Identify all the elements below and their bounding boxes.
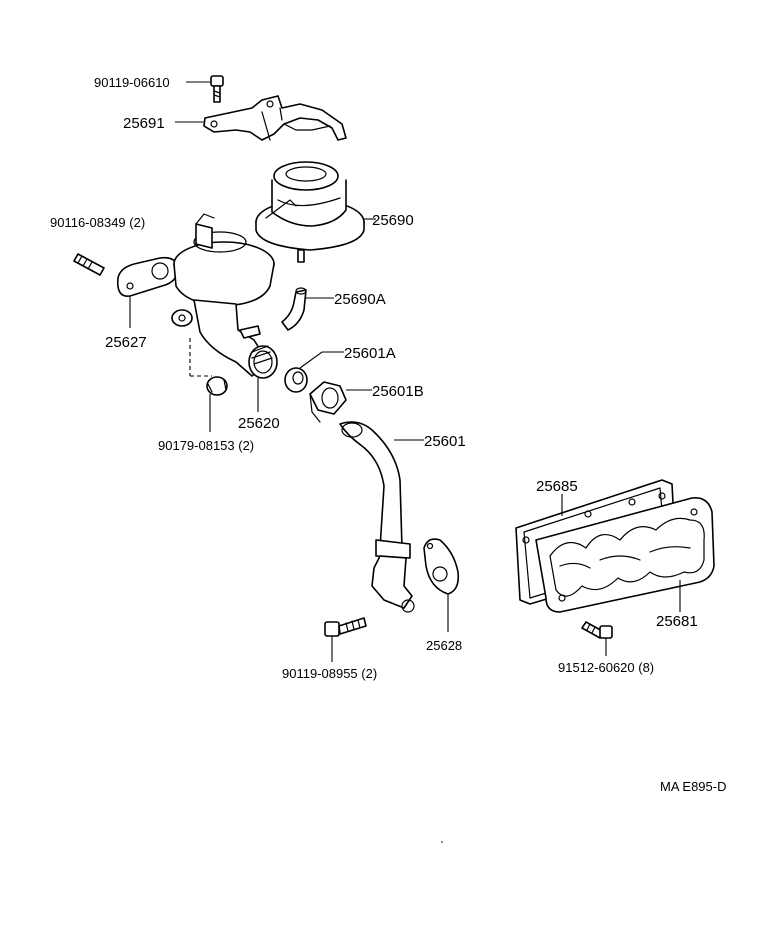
label-25690: 25690 (372, 212, 414, 229)
label-25620: 25620 (238, 415, 280, 432)
label-90119-06610: 90119-06610 (94, 75, 170, 90)
leader-nut-a (299, 351, 344, 369)
label-25627: 25627 (105, 334, 147, 351)
label-25601B: 25601B (372, 383, 424, 400)
label-25601A: 25601A (344, 345, 396, 362)
label-25601: 25601 (424, 433, 466, 450)
gasket-25628 (423, 538, 460, 595)
egr-valve-25690 (255, 161, 365, 263)
gasket-25627 (116, 256, 179, 297)
nut-25601a (284, 367, 308, 393)
cover-25681 (535, 496, 715, 613)
label-91512-60620: 91512-60620 (8) (558, 660, 654, 675)
plug-90179-08153 (206, 376, 228, 396)
diagram-code: MA E895-D (660, 779, 726, 794)
label-90179-08153: 90179-08153 (2) (158, 438, 254, 453)
label-90116-08349: 90116-08349 (2) (50, 215, 145, 230)
bolt-91512-60620 (581, 621, 613, 639)
speck (441, 841, 443, 843)
valve-body-25620 (171, 213, 278, 379)
pipe-25601 (339, 421, 415, 613)
bolt-90119-06610 (210, 75, 224, 103)
bracket-25691 (203, 95, 347, 141)
stud-90116-08349 (73, 253, 105, 276)
label-25685: 25685 (536, 478, 578, 495)
label-25690A: 25690A (334, 291, 386, 308)
nut-25601b (309, 381, 347, 423)
label-25691: 25691 (123, 115, 165, 132)
label-25681: 25681 (656, 613, 698, 630)
bolt-90119-08955 (324, 617, 367, 637)
label-25628: 25628 (426, 638, 462, 653)
label-90119-08955: 90119-08955 (2) (282, 666, 377, 681)
hose-25690a (281, 287, 307, 331)
